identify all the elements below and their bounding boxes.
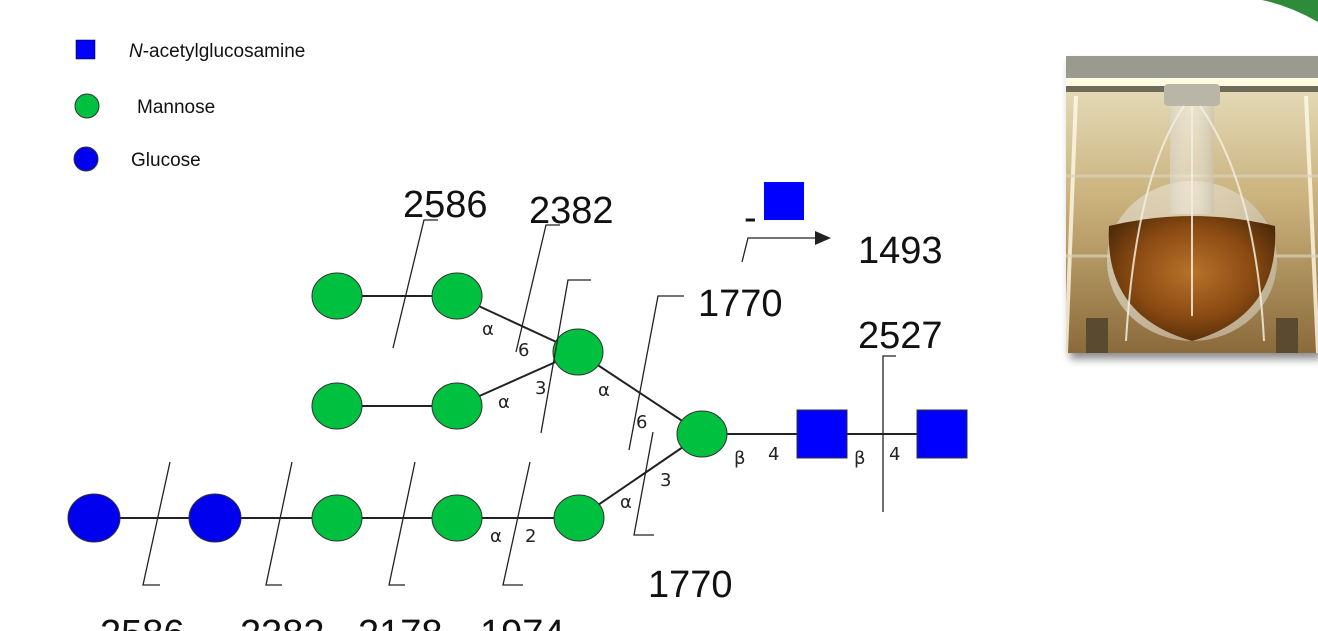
- legend-mannose-icon: [74, 93, 100, 119]
- linkage-label: β: [734, 448, 746, 469]
- corner-decoration: [1262, 0, 1318, 22]
- linkage-label: α: [598, 380, 610, 401]
- glcnac-residue: [916, 409, 968, 459]
- mannose-residue: [311, 272, 363, 320]
- glucose-residue: [67, 493, 121, 543]
- cleavage-marker: [388, 461, 416, 586]
- fragment-label: 2382: [529, 190, 614, 232]
- glcnac-residue: [796, 409, 848, 459]
- mannose-residue: [431, 494, 483, 542]
- cleavage-marker: [540, 279, 591, 434]
- bioreactor-photo: [1066, 56, 1318, 353]
- linkage-label: 6: [636, 412, 647, 433]
- legend-glucose-icon: [73, 146, 99, 172]
- cleavage-marker: [502, 461, 531, 586]
- mannose-residue: [311, 382, 363, 430]
- flask-image: [1066, 56, 1318, 353]
- fragment-label: 1770: [698, 283, 783, 325]
- legend-mannose-label: Mannose: [137, 97, 215, 118]
- legend-glcnac-label: N-acetylglucosamine: [129, 41, 305, 62]
- cleavage-marker: [882, 355, 896, 512]
- linkage-label: α: [490, 526, 502, 547]
- linkage-label: 3: [660, 470, 671, 491]
- cleavage-marker: [142, 461, 171, 586]
- cleavage-markers: [142, 219, 896, 586]
- mannose-residue: [431, 382, 483, 430]
- glucose-residue: [188, 493, 242, 543]
- mannose-residue: [676, 410, 728, 458]
- linkage-labels: α 6 α 3 α 6 α 3 α 2 β 4 β 4: [482, 319, 900, 547]
- linkage-label: 6: [518, 340, 529, 361]
- cleavage-marker: [392, 219, 438, 349]
- fragment-labels: 2586 2382 1493 1770 2527 1770 2586 2382 …: [100, 184, 943, 631]
- legend-glcnac-icon: [75, 39, 96, 60]
- lost-glcnac-residue: [764, 182, 804, 220]
- cleavage-marker: [265, 461, 293, 586]
- fragment-label: 2586: [403, 184, 488, 226]
- fragment-label: 1493: [858, 230, 943, 272]
- mannose-residue: [311, 494, 363, 542]
- cleavage-marker: [515, 224, 560, 353]
- glycan-residues: [67, 272, 968, 543]
- linkage-label: 3: [535, 378, 546, 399]
- loss-minus-sign: -: [744, 197, 757, 239]
- loss-arrow-shaft: [741, 237, 818, 263]
- linkage-label: α: [482, 319, 494, 340]
- fragment-label: 1974: [480, 613, 565, 631]
- linkage-label: 4: [768, 444, 779, 465]
- glycan-bonds: [94, 295, 942, 519]
- cleavage-marker: [628, 295, 684, 451]
- mannose-residue: [431, 272, 483, 320]
- fragment-label: 1770: [648, 564, 733, 606]
- linkage-label: 2: [525, 526, 536, 547]
- linkage-label: β: [854, 448, 866, 469]
- linkage-label: α: [498, 392, 510, 413]
- legend-glucose-label: Glucose: [131, 150, 201, 171]
- mannose-residue: [552, 328, 604, 376]
- fragment-label: 2178: [358, 613, 443, 631]
- fragment-label: 2382: [240, 613, 325, 631]
- arrow-head-icon: [815, 231, 831, 245]
- legend: N-acetylglucosamine Mannose Glucose: [73, 39, 305, 172]
- linkage-label: α: [620, 492, 632, 513]
- fragment-label: 2527: [858, 315, 943, 357]
- cleavage-marker: [633, 431, 654, 536]
- fragment-label: 2586: [100, 613, 185, 631]
- mannose-residue: [553, 494, 605, 542]
- linkage-label: 4: [889, 444, 900, 465]
